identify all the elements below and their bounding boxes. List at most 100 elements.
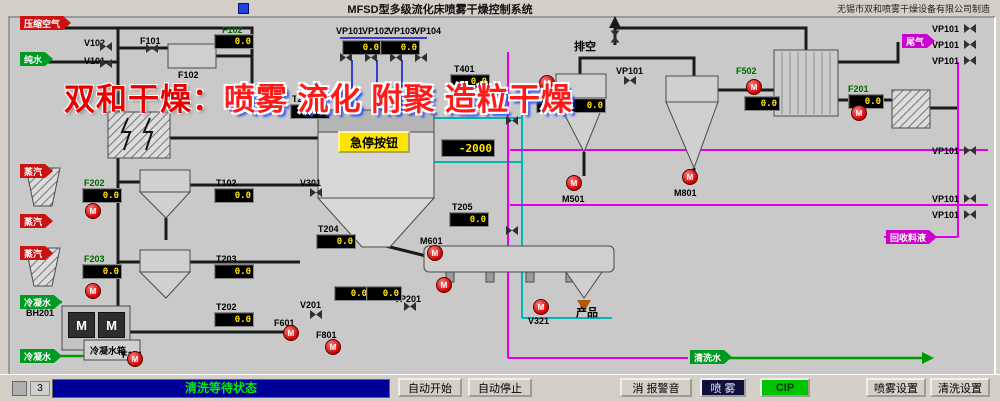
equipment-label: VP104 <box>414 26 442 36</box>
equipment-label: T201 <box>292 94 313 104</box>
flow-arrow-tag: 压缩空气 <box>20 16 71 30</box>
equipment-label: F201 <box>848 84 869 94</box>
emergency-stop-button[interactable]: 急停按钮 <box>338 131 410 153</box>
pump-motor[interactable]: M <box>566 175 582 191</box>
pump-motor[interactable]: M <box>427 245 443 261</box>
valve-icon[interactable] <box>365 53 377 62</box>
equipment-label: VP101 <box>932 194 960 204</box>
equipment-label: VP101 <box>932 24 960 34</box>
value-display: -2000 <box>441 139 495 157</box>
equipment-label: BH201 <box>26 308 55 318</box>
valve-icon[interactable] <box>964 146 976 155</box>
spray-settings-button[interactable]: 喷雾设置 <box>866 378 926 397</box>
auto-start-button[interactable]: 自动开始 <box>398 378 462 397</box>
pump-motor[interactable]: M <box>85 283 101 299</box>
equipment-label: T102 <box>216 178 237 188</box>
value-display: 0.0 <box>334 286 370 301</box>
equipment-label: M801 <box>674 188 697 198</box>
equipment-label: VP103 <box>388 26 416 36</box>
valve-icon[interactable] <box>310 310 322 319</box>
pump-motor[interactable]: M <box>85 203 101 219</box>
valve-icon[interactable] <box>611 31 620 43</box>
auto-stop-button[interactable]: 自动停止 <box>468 378 532 397</box>
value-display: 0.0 <box>536 98 572 113</box>
equipment-label: T205 <box>452 202 473 212</box>
value-display: 0.0 <box>380 40 420 55</box>
equipment-label: 产品 <box>576 307 598 319</box>
flow-arrow-tag: 纯水 <box>20 52 53 66</box>
valve-icon[interactable] <box>506 116 518 125</box>
equipment-label: F202 <box>84 178 105 188</box>
valve-icon[interactable] <box>415 53 427 62</box>
value-display: 0.0 <box>82 188 122 203</box>
pump-motor[interactable]: M <box>539 75 555 91</box>
equipment-label: T203 <box>216 254 237 264</box>
app-icon <box>238 3 249 14</box>
equipment-label: M501 <box>562 194 585 204</box>
equipment-label: VP101 <box>932 56 960 66</box>
valve-icon[interactable] <box>964 56 976 65</box>
pump-motor[interactable]: M <box>682 169 698 185</box>
equipment-label: T401 <box>454 64 475 74</box>
valve-icon[interactable] <box>624 76 636 85</box>
value-display: 0.0 <box>214 188 254 203</box>
equipment-label: VP101 <box>932 210 960 220</box>
value-display: 0.0 <box>366 286 402 301</box>
flow-arrow-tag: 冷凝水 <box>20 295 62 309</box>
equipment-label: F203 <box>84 254 105 264</box>
flow-arrow-tag: 回收料液 <box>886 230 937 244</box>
equipment-label: VP101 <box>336 26 364 36</box>
pump-motor[interactable]: M <box>283 325 299 341</box>
flow-arrow-tag: 尾气 <box>902 34 935 48</box>
value-display: 0.0 <box>82 264 122 279</box>
valve-icon[interactable] <box>310 188 322 197</box>
equipment-label: V201 <box>300 300 322 310</box>
pump-motor[interactable]: M <box>746 79 762 95</box>
flow-arrow-tag: 清洗水 <box>690 350 732 364</box>
valve-icon[interactable] <box>964 210 976 219</box>
equipment-label: F601 <box>274 318 295 328</box>
status-icon[interactable] <box>12 381 27 396</box>
equipment-label: F801 <box>316 330 337 340</box>
pump-motor[interactable]: M <box>851 105 867 121</box>
manufacturer-label: 无锡市双和喷雾干燥设备有限公司制造 <box>836 4 990 14</box>
equipment-label: VP101 <box>932 40 960 50</box>
agitator-motor: M <box>98 312 125 338</box>
valve-icon[interactable] <box>964 40 976 49</box>
value-display: 0.0 <box>214 264 254 279</box>
equipment-label: T202 <box>216 302 237 312</box>
valve-icon[interactable] <box>964 24 976 33</box>
valve-icon[interactable] <box>390 53 402 62</box>
valve-icon[interactable] <box>340 53 352 62</box>
value-display: 0.0 <box>214 34 254 49</box>
equipment-label: VP101 <box>616 66 644 76</box>
pump-motor[interactable]: M <box>325 339 341 355</box>
value-display: 0.0 <box>316 234 356 249</box>
value-display: 0.0 <box>570 98 606 113</box>
cip-button[interactable]: CIP <box>760 378 810 397</box>
agitator-motor: M <box>68 312 95 338</box>
pump-motor[interactable]: M <box>127 351 143 367</box>
equipment-label: VP101 <box>932 146 960 156</box>
valve-icon[interactable] <box>404 302 416 311</box>
spray-button[interactable]: 喷 雾 <box>700 378 746 397</box>
pump-motor[interactable]: M <box>436 277 452 293</box>
value-display: 0.0 <box>214 312 254 327</box>
window-title: MFSD型多级流化床喷雾干燥控制系统 <box>347 4 533 16</box>
valve-icon[interactable] <box>964 194 976 203</box>
value-display: 0.0 <box>450 74 490 89</box>
title-bar: MFSD型多级流化床喷雾干燥控制系统 无锡市双和喷雾干燥设备有限公司制造 <box>0 0 1000 16</box>
mute-alarm-button[interactable]: 消 报警音 <box>620 378 692 397</box>
clean-settings-button[interactable]: 清洗设置 <box>930 378 990 397</box>
flow-arrow-tag: 冷凝水 <box>20 349 62 363</box>
equipment-label: F102 <box>178 70 199 80</box>
equipment-label: 冷凝水箱 <box>90 346 127 356</box>
valve-icon[interactable] <box>506 226 518 235</box>
flow-arrow-tag: 蒸汽 <box>20 246 53 260</box>
flow-arrow-tag: 蒸汽 <box>20 164 53 178</box>
status-message: 清洗等待状态 <box>52 379 390 398</box>
equipment-label: 排空 <box>574 41 596 53</box>
pump-motor[interactable]: M <box>533 299 549 315</box>
